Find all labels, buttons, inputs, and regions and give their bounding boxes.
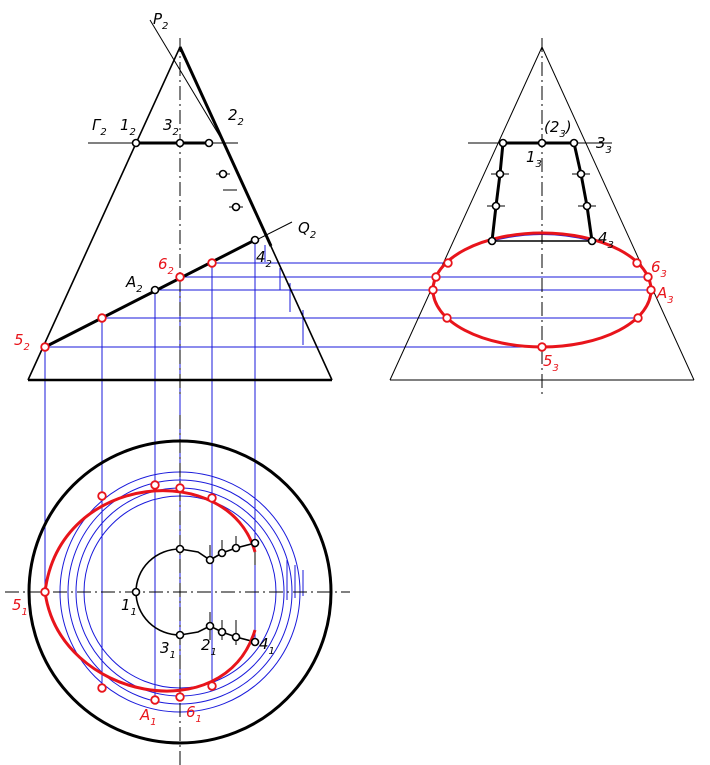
label-point-6-3: 63 bbox=[651, 258, 667, 280]
label-A2: A2 bbox=[125, 273, 143, 295]
label-point-2-1: 21 bbox=[201, 636, 217, 658]
front-view bbox=[27, 19, 333, 382]
label-point-3-2: 32 bbox=[163, 116, 179, 138]
label-point-6-1: 61 bbox=[186, 703, 202, 725]
label-point-1-3: 13 bbox=[526, 148, 542, 170]
label-A1: A1 bbox=[139, 706, 157, 728]
label-point-5-2: 52 bbox=[14, 331, 30, 353]
labels: P2 Г2 12 32 22 Q2 42 62 A2 52 (23) 13 33… bbox=[12, 10, 674, 728]
label-point-2-2: 22 bbox=[228, 106, 244, 128]
label-point-1-1: 11 bbox=[121, 596, 137, 618]
label-point-5-1: 51 bbox=[12, 596, 28, 618]
black-points bbox=[131, 138, 597, 647]
label-point-4-3: 43 bbox=[598, 229, 614, 251]
label-G2: Г2 bbox=[92, 116, 107, 138]
label-point-2-3: (23) bbox=[544, 118, 572, 140]
label-point-3-1: 31 bbox=[160, 639, 176, 661]
axis-lines bbox=[5, 38, 543, 765]
label-point-6-2: 62 bbox=[158, 255, 174, 277]
label-point-5-3: 53 bbox=[543, 352, 559, 374]
label-point-4-1: 41 bbox=[259, 635, 275, 657]
construction-lines bbox=[44, 234, 651, 713]
label-P2: P2 bbox=[153, 10, 168, 32]
label-A3: A3 bbox=[656, 284, 674, 306]
label-point-4-2: 42 bbox=[256, 248, 272, 270]
label-Q2: Q2 bbox=[298, 219, 316, 241]
label-point-1-2: 12 bbox=[120, 116, 136, 138]
red-points bbox=[40, 258, 656, 705]
label-point-3-3: 33 bbox=[596, 134, 612, 156]
